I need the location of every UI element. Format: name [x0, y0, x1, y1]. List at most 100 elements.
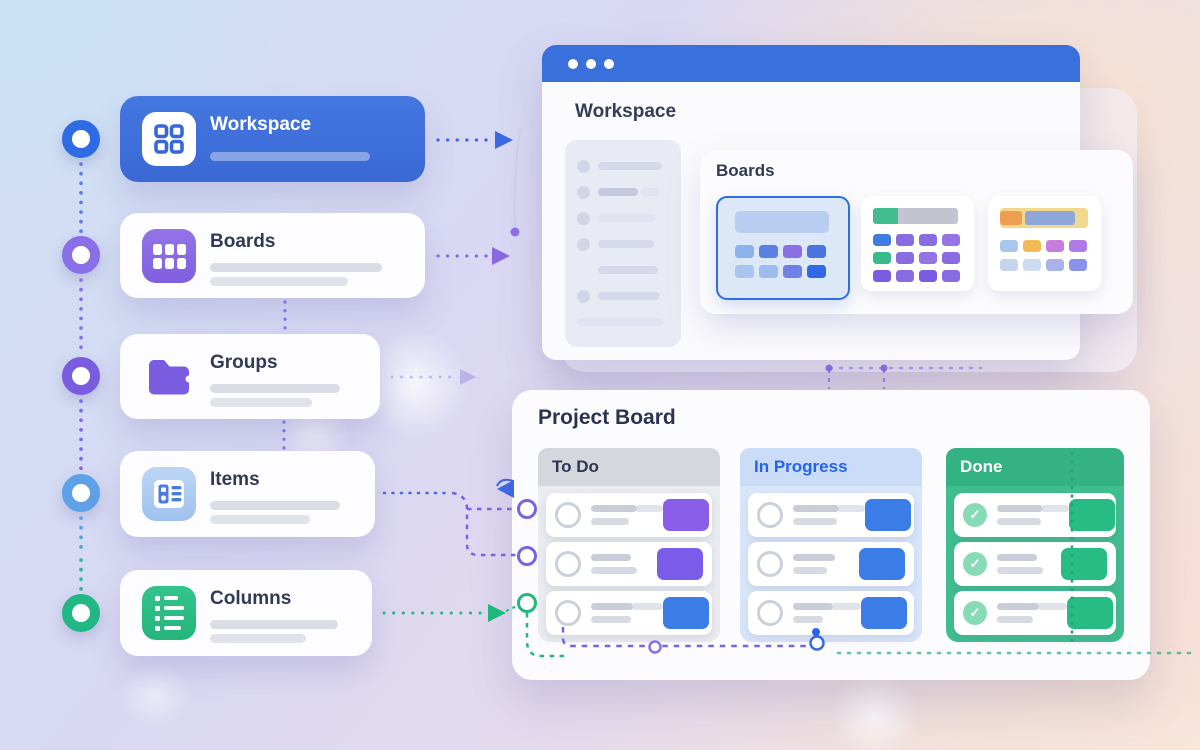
window-dot-icon[interactable] [586, 58, 596, 69]
skeleton-bar [997, 518, 1041, 525]
board-chip [783, 245, 802, 258]
board-column-in-progress: In Progress [740, 448, 922, 642]
task-card[interactable] [748, 542, 914, 586]
board-chip [1023, 259, 1041, 271]
tree-card-boards[interactable]: Boards [120, 213, 425, 298]
tree-card-title: Columns [210, 588, 292, 609]
column-title: In Progress [754, 457, 848, 476]
check-icon: ✓ [963, 503, 987, 527]
workspace-heading: Workspace [575, 101, 677, 122]
thumb-header-bar [1000, 208, 1088, 228]
task-card[interactable] [546, 542, 712, 586]
grid-2x2-icon [142, 112, 196, 166]
task-color-block [859, 548, 905, 580]
tree-node-boards [62, 236, 100, 274]
board-column-done: Done ✓ ✓ ✓ [946, 448, 1124, 642]
board-thumbnail-selected[interactable] [716, 196, 850, 300]
task-color-block [1061, 548, 1107, 580]
skeleton-bar [997, 554, 1037, 561]
board-column-todo: To Do [538, 448, 720, 642]
window-dot-icon[interactable] [604, 58, 614, 69]
board-chip [942, 252, 960, 264]
task-color-block [865, 499, 911, 531]
column-header: To Do [538, 448, 720, 486]
task-card[interactable]: ✓ [954, 591, 1116, 635]
skeleton-bar [591, 554, 631, 561]
skeleton-bar [997, 567, 1043, 574]
tree-card-title: Workspace [210, 114, 312, 135]
boards-panel-title: Boards [716, 161, 775, 180]
board-thumbnail[interactable] [988, 196, 1101, 291]
check-icon: ✓ [963, 601, 987, 625]
board-chip [735, 265, 754, 278]
skeleton-bar [210, 501, 340, 510]
arrow-right-icon [495, 131, 513, 149]
window-titlebar [542, 45, 1080, 82]
arrow-right-icon [492, 247, 510, 265]
board-chip [1000, 259, 1018, 271]
check-icon: ✓ [963, 552, 987, 576]
thumb-header-bar [735, 211, 829, 233]
thumb-header-bar [873, 208, 958, 224]
task-color-block [1069, 499, 1115, 531]
tree-card-groups[interactable]: Groups [120, 334, 380, 419]
project-board-title: Project Board [538, 406, 676, 429]
board-chip [873, 252, 891, 264]
skeleton-bar [591, 616, 631, 623]
item-card-icon [142, 467, 196, 521]
column-body: ✓ ✓ ✓ [946, 486, 1124, 642]
board-chip [942, 234, 960, 246]
avatar-circle [757, 502, 783, 528]
folder-icon [142, 350, 196, 404]
skeleton-bar [793, 554, 835, 561]
board-chip [1046, 259, 1064, 271]
avatar-circle [757, 551, 783, 577]
boards-panel: Boards [700, 150, 1133, 314]
skeleton-bar [637, 505, 663, 512]
skeleton-bar [210, 634, 306, 643]
skeleton-bar [793, 567, 827, 574]
board-chip [919, 234, 937, 246]
board-chip [783, 265, 802, 278]
board-chip [807, 245, 826, 258]
board-chip [873, 270, 891, 282]
task-card[interactable] [546, 591, 712, 635]
board-chip [896, 252, 914, 264]
list-icon [142, 586, 196, 640]
board-chip [942, 270, 960, 282]
project-board-panel: Project Board To Do [512, 390, 1150, 680]
task-card[interactable] [748, 493, 914, 537]
task-card[interactable] [748, 591, 914, 635]
skeleton-bar [793, 505, 839, 512]
skeleton-bar [793, 603, 833, 610]
tree-card-columns[interactable]: Columns [120, 570, 372, 656]
arrow-left-tail [496, 478, 514, 487]
board-chip [735, 245, 754, 258]
avatar-circle [757, 600, 783, 626]
avatar-circle [555, 502, 581, 528]
skeleton-bar [591, 603, 633, 610]
tree-card-title: Boards [210, 231, 276, 252]
skeleton-bar [210, 620, 338, 629]
board-chip [896, 234, 914, 246]
column-title: To Do [552, 457, 599, 476]
task-color-block [663, 499, 709, 531]
tree-node-workspace [62, 120, 100, 158]
tree-card-items[interactable]: Items [120, 451, 375, 537]
window-dot-icon[interactable] [568, 58, 578, 69]
sidebar-skeleton [565, 140, 681, 347]
skeleton-bar [210, 384, 340, 393]
board-thumbnail[interactable] [861, 196, 974, 291]
skeleton-bar [839, 505, 865, 512]
task-card[interactable] [546, 493, 712, 537]
column-header: Done [946, 448, 1124, 486]
task-card[interactable]: ✓ [954, 493, 1116, 537]
board-chip [1023, 240, 1041, 252]
tree-card-title: Groups [210, 352, 278, 373]
board-chip [1069, 259, 1087, 271]
task-card[interactable]: ✓ [954, 542, 1116, 586]
board-chip [759, 245, 778, 258]
tree-card-title: Items [210, 469, 260, 490]
tree-card-workspace[interactable]: Workspace [120, 96, 425, 182]
tree-node-groups [62, 357, 100, 395]
